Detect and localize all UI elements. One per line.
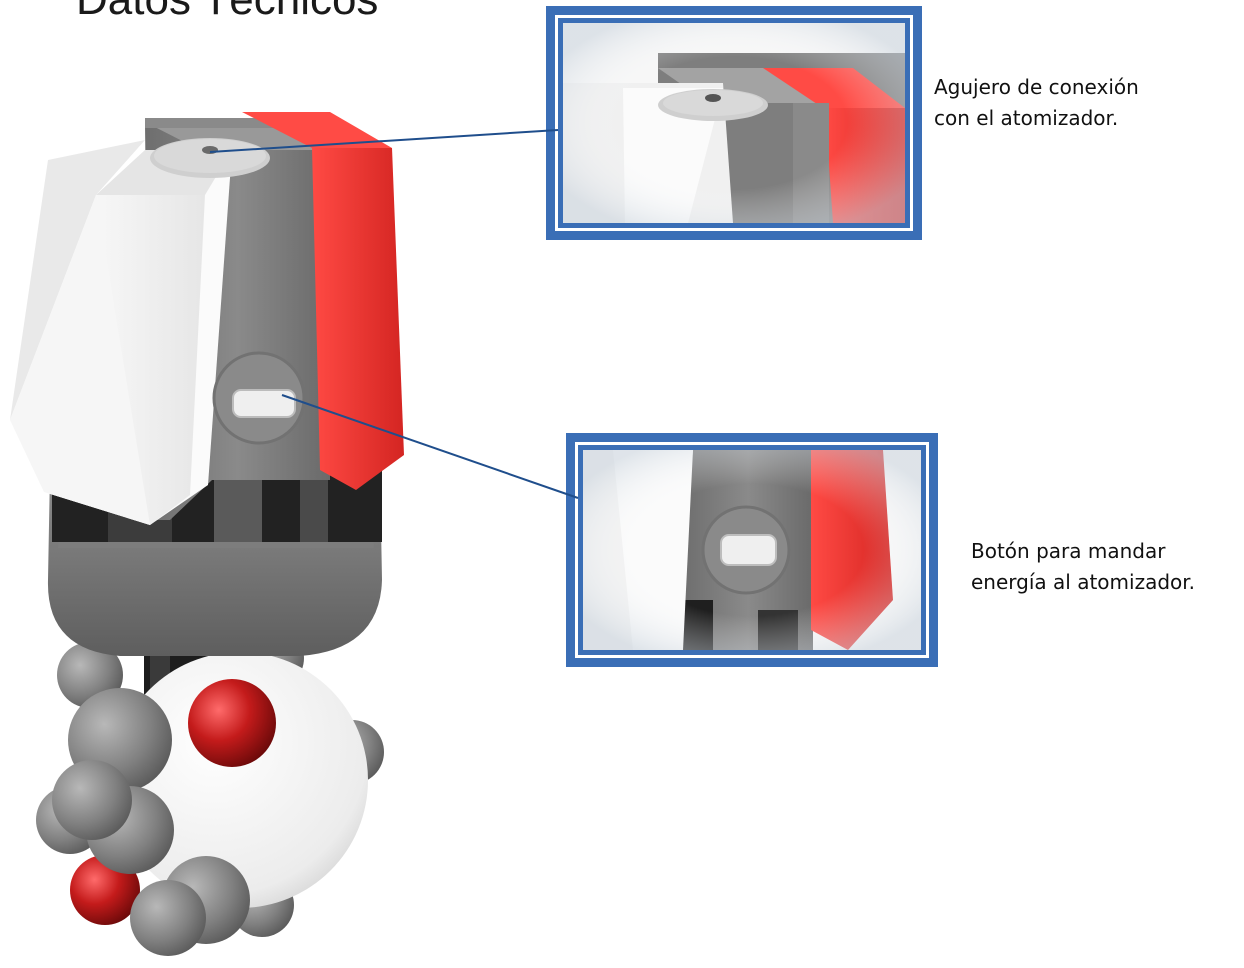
molecule-cluster	[36, 626, 384, 956]
annotation-line: energía al atomizador.	[971, 570, 1195, 594]
annotation-connection-hole: Agujero de conexión con el atomizador.	[934, 72, 1139, 134]
annotation-energy-button: Botón para mandar energía al atomizador.	[971, 536, 1195, 598]
zoom-box-connection-hole	[546, 6, 922, 240]
annotation-line: Agujero de conexión	[934, 75, 1139, 99]
annotation-line: Botón para mandar	[971, 539, 1166, 563]
leader-line-top	[209, 129, 559, 153]
zoom-box-energy-button	[566, 433, 938, 667]
annotation-line: con el atomizador.	[934, 106, 1119, 130]
leader-line-bottom	[281, 394, 579, 499]
device-body	[10, 112, 404, 656]
page-title: Datos Técnicos	[76, 0, 378, 22]
